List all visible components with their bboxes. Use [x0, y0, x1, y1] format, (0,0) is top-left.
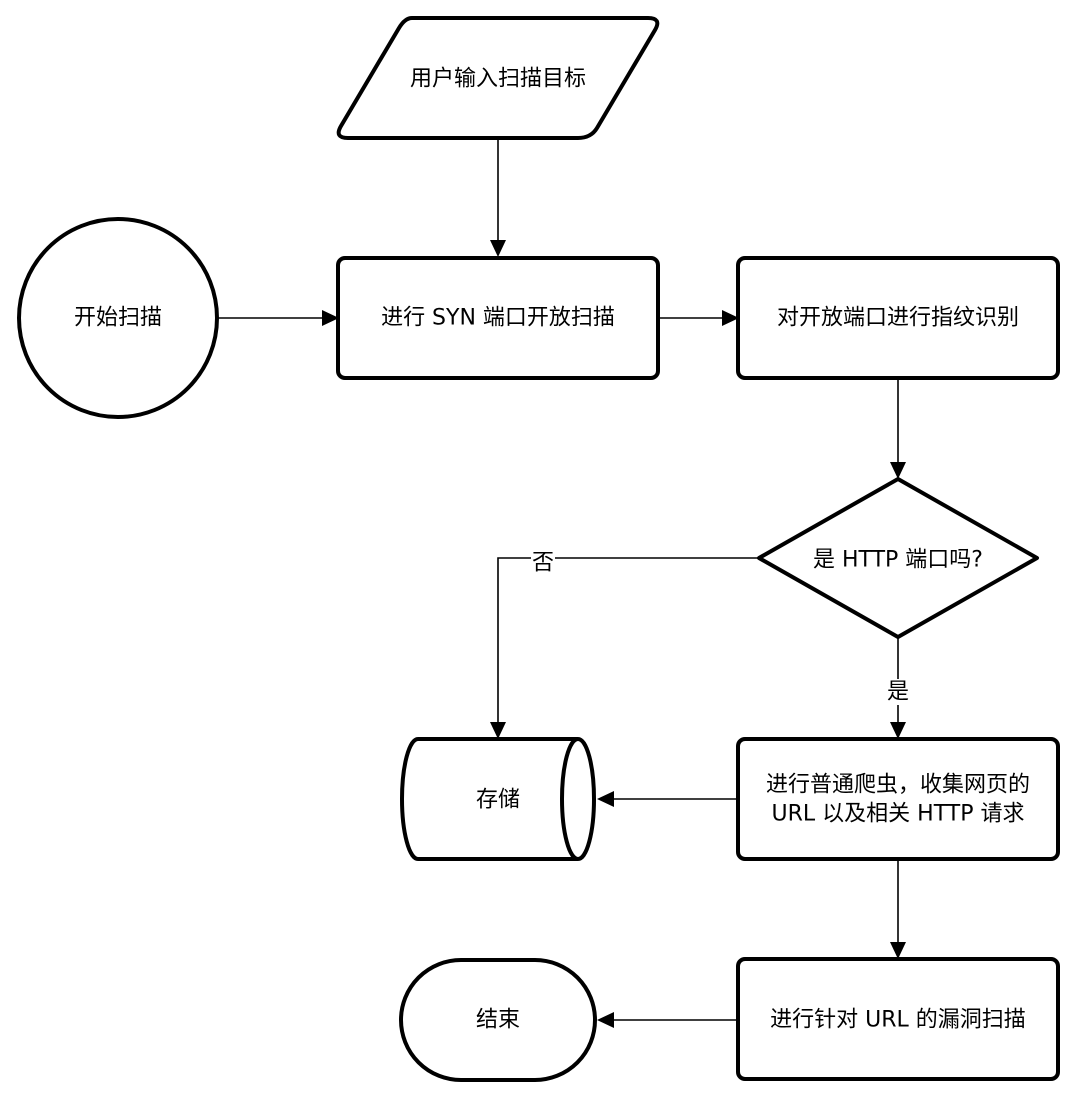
vuln-scan-box: [736, 957, 1060, 1081]
end-terminator: [399, 958, 597, 1082]
crawl-label-line1: 进行普通爬虫，收集网页的: [766, 773, 1030, 798]
user-input-label: 用户输入扫描目标: [410, 67, 586, 92]
start-circle: [17, 217, 219, 419]
decision-diamond: [757, 477, 1039, 639]
edge-crawl-to-vuln-arrowhead: [890, 942, 906, 959]
edge-decision-yes-to-crawl-arrowhead: [890, 722, 906, 739]
node-fingerprint: 对开放端口进行指纹识别: [736, 256, 1060, 380]
end-label: 结束: [476, 1008, 520, 1033]
start-label: 开始扫描: [74, 306, 162, 331]
syn-scan-box: [336, 256, 660, 380]
edge-syn-to-fingerprint-arrowhead: [722, 310, 739, 326]
edge-crawl-to-storage-arrowhead: [597, 791, 614, 807]
node-user-input: 用户输入扫描目标: [336, 16, 660, 140]
crawl-box: [736, 737, 1060, 861]
syn-scan-label: 进行 SYN 端口开放扫描: [381, 306, 615, 331]
node-start: 开始扫描: [17, 217, 219, 419]
storage-label: 存储: [476, 788, 520, 813]
node-vuln-scan: 进行针对 URL 的漏洞扫描: [736, 957, 1060, 1081]
node-crawl: 进行普通爬虫，收集网页的 URL 以及相关 HTTP 请求: [736, 737, 1060, 861]
edges: [218, 138, 906, 1028]
no-label-backdrop: [531, 550, 555, 576]
storage-cylinder-end: [560, 737, 579, 861]
fingerprint-box: [736, 256, 1060, 380]
is-http-label: 是 HTTP 端口吗?: [813, 548, 983, 573]
node-syn-scan: 进行 SYN 端口开放扫描: [336, 256, 660, 380]
edge-label-no: 否: [532, 551, 554, 576]
node-storage: 存储: [400, 737, 596, 861]
fingerprint-label: 对开放端口进行指纹识别: [777, 306, 1019, 331]
edge-fingerprint-to-decision-arrowhead: [890, 462, 906, 479]
edge-input-to-syn-arrowhead: [490, 240, 506, 257]
edge-start-to-syn-arrowhead: [322, 310, 339, 326]
yes-label-backdrop: [886, 679, 910, 705]
parallelogram-shape: [336, 16, 660, 140]
node-is-http-decision: 是 HTTP 端口吗?: [757, 477, 1039, 639]
edge-label-yes: 是: [887, 680, 909, 705]
edge-decision-no-to-storage: [497, 557, 758, 722]
edge-vuln-to-end-arrowhead: [597, 1012, 614, 1028]
vuln-scan-label: 进行针对 URL 的漏洞扫描: [770, 1008, 1026, 1033]
crawl-label-line2: URL 以及相关 HTTP 请求: [772, 802, 1025, 827]
node-end: 结束: [399, 958, 597, 1082]
edge-decision-no-to-storage-arrowhead: [490, 722, 506, 739]
